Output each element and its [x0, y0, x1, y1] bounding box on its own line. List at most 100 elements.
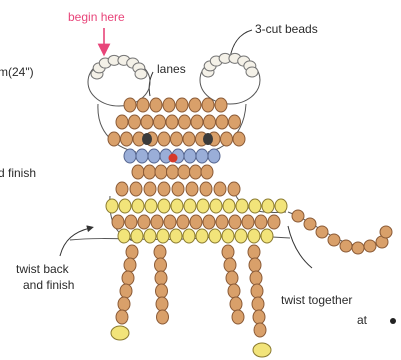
bead — [190, 165, 202, 179]
leg-bead — [156, 284, 168, 298]
label-and-finish: d finish — [0, 167, 36, 180]
bead — [183, 229, 195, 243]
bead — [164, 215, 176, 229]
bead — [196, 229, 208, 243]
ear-bead — [135, 69, 147, 79]
bead — [158, 182, 170, 196]
bead — [201, 165, 213, 179]
bead — [221, 132, 233, 146]
tail-bead — [292, 210, 304, 222]
label-cut-beads: 3-cut beads — [255, 23, 318, 36]
bead — [172, 182, 184, 196]
bead — [132, 199, 144, 213]
label-at: at — [357, 314, 367, 327]
bead — [236, 199, 248, 213]
bead — [130, 182, 142, 196]
leg-bead — [232, 310, 244, 324]
bead — [177, 215, 189, 229]
bead — [124, 149, 136, 163]
bead — [148, 149, 160, 163]
bead — [255, 215, 267, 229]
bead — [229, 115, 241, 129]
bead — [158, 132, 170, 146]
ear-bead — [246, 67, 258, 77]
bead — [178, 165, 190, 179]
bead — [150, 98, 162, 112]
label-twist-together: twist together — [281, 294, 352, 307]
tail-bead — [364, 240, 376, 252]
leg-bead — [228, 284, 240, 298]
bead — [200, 182, 212, 196]
bead — [197, 199, 209, 213]
leg-bead — [118, 297, 130, 311]
nose-bead — [169, 154, 178, 163]
bead — [233, 132, 245, 146]
bead — [229, 215, 241, 229]
bead — [208, 149, 220, 163]
bead — [216, 115, 228, 129]
bead — [151, 215, 163, 229]
bead — [262, 199, 274, 213]
leg-bead — [252, 297, 264, 311]
leg-bead — [122, 271, 134, 285]
bead — [242, 215, 254, 229]
bead — [154, 115, 166, 129]
label-begin-here: begin here — [68, 11, 125, 24]
left-ear-beads — [91, 55, 147, 79]
left-eye-bead — [142, 133, 152, 145]
bead — [179, 115, 191, 129]
bead — [222, 229, 234, 243]
leg-bead — [224, 258, 236, 272]
label-twist-back: twist back — [16, 263, 69, 276]
leg-bead — [249, 258, 261, 272]
bead — [248, 229, 260, 243]
bead — [124, 98, 136, 112]
bead — [144, 182, 156, 196]
leg-bead — [116, 310, 128, 324]
twist-together-leader — [288, 226, 312, 268]
tail-bead — [328, 234, 340, 246]
right-ear-beads — [202, 53, 258, 77]
leg-bead — [226, 271, 238, 285]
bead — [116, 182, 128, 196]
head-beads — [108, 98, 245, 179]
bead — [186, 182, 198, 196]
leg-bead — [156, 297, 168, 311]
bead — [163, 98, 175, 112]
bead — [184, 199, 196, 213]
bead — [166, 115, 178, 129]
leg-bead — [155, 258, 167, 272]
leg-bead — [248, 245, 260, 259]
leg-bead — [126, 245, 138, 259]
leg-bead — [120, 284, 132, 298]
bead — [203, 215, 215, 229]
bead — [215, 98, 227, 112]
bead — [275, 199, 287, 213]
right-back-foot — [253, 343, 271, 357]
bead — [214, 182, 226, 196]
bead — [268, 215, 280, 229]
bead — [112, 215, 124, 229]
bead — [138, 215, 150, 229]
bead — [171, 132, 183, 146]
bead — [184, 149, 196, 163]
bead — [106, 199, 118, 213]
tail-bead — [304, 218, 316, 230]
bead — [119, 199, 131, 213]
bead — [144, 165, 156, 179]
label-left-measure: m(24") — [0, 66, 34, 79]
tail-bead — [316, 226, 328, 238]
bead — [223, 199, 235, 213]
bead — [155, 165, 167, 179]
bead — [204, 115, 216, 129]
bead — [170, 229, 182, 243]
bead — [261, 229, 273, 243]
twist-back-leader — [60, 228, 90, 256]
leg-bead — [250, 271, 262, 285]
bead — [129, 115, 141, 129]
bead — [189, 98, 201, 112]
bead — [144, 229, 156, 243]
bead — [183, 132, 195, 146]
bead — [228, 182, 240, 196]
bead — [196, 149, 208, 163]
